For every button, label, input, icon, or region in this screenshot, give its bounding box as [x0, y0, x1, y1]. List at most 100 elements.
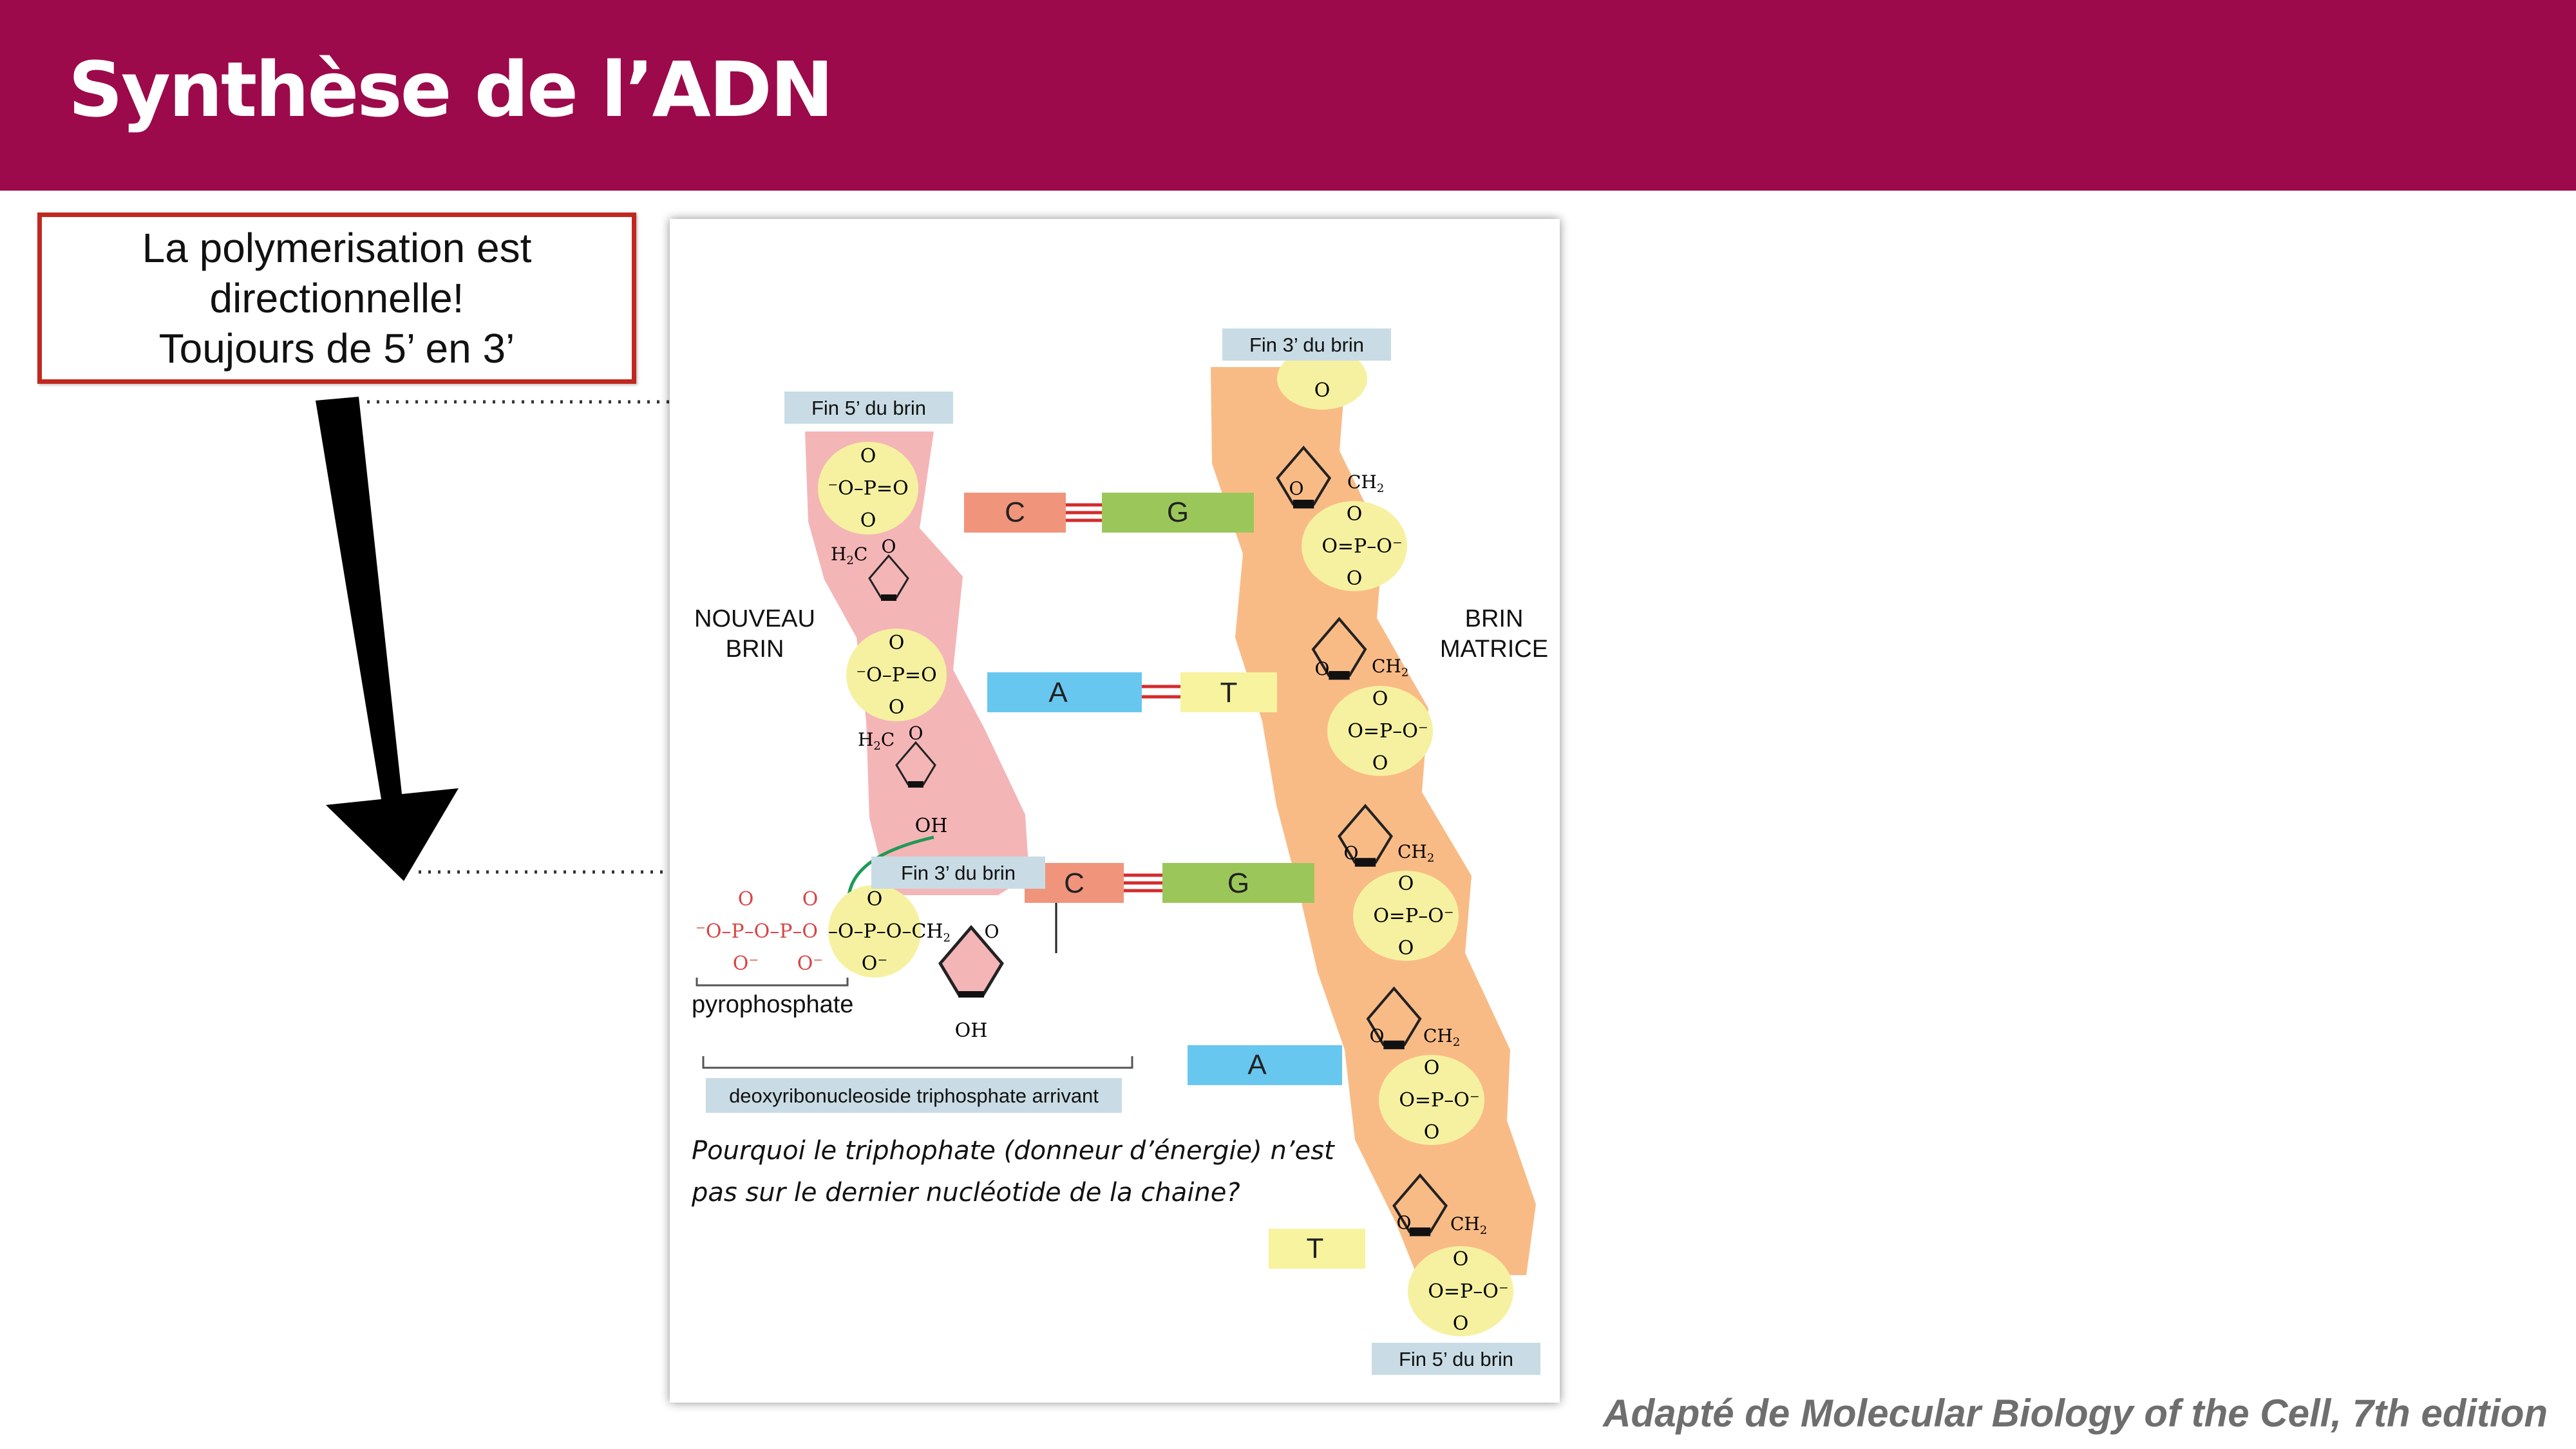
incoming-dntp-label: deoxyribonucleoside triphosphate arrivan…: [729, 1084, 1099, 1107]
phosphate-circle: [1302, 501, 1407, 591]
alpha-phosphate-circle: [828, 885, 921, 978]
source-credit: Adapté de Molecular Biology of the Cell,…: [1603, 1392, 2548, 1435]
base-label: T: [1220, 677, 1238, 708]
phosphate-group: O=P–O⁻: [1347, 720, 1428, 743]
phosphate-circle: [1327, 686, 1433, 776]
oxygen-minus-label: O⁻: [733, 952, 759, 975]
ring-oxygen: O: [909, 723, 923, 744]
slide-title: Synthèse de l’ADN: [68, 45, 834, 134]
oxygen-label: O: [1453, 1312, 1469, 1335]
dntp-bracket: [702, 1056, 1133, 1069]
new-5-end-label: Fin 5’ du brin: [811, 397, 926, 419]
label-box: [784, 392, 953, 424]
dna-diagram: C G A T C G A T O: [691, 328, 1548, 1375]
h2c-label: H2C: [831, 544, 867, 567]
base-g: [1162, 863, 1314, 903]
ring-oxygen: O: [1397, 1212, 1412, 1233]
phosphate-group: O=P–O⁻: [1428, 1280, 1508, 1303]
note-line-3: Toujours de 5’ en 3’: [158, 325, 515, 372]
oxygen-label: O: [860, 445, 876, 468]
phosphate-circle: [1277, 348, 1367, 410]
template-nucleotide-2: O CH2 O O=P–O⁻ O: [1313, 619, 1433, 776]
ring-oxygen: O: [1370, 1025, 1385, 1046]
ch2-label: CH2: [1397, 841, 1434, 865]
oxygen-label: O: [1372, 688, 1388, 710]
new-strand-nucleotide-1: O ⁻O–P=O O H2C O: [818, 442, 918, 598]
h2c-label: H2C: [858, 729, 895, 753]
pyrophosphate-label: pyrophosphate: [692, 991, 853, 1018]
pyrophosphate-bracket: [696, 978, 849, 987]
ch2-label: CH2: [1423, 1025, 1460, 1049]
oxygen-label: O: [867, 888, 883, 911]
title-bar: Synthèse de l’ADN: [0, 0, 2576, 191]
ring-oxygen: O: [1344, 842, 1359, 864]
base-t: [1180, 672, 1277, 712]
base-pair-3: C G: [1025, 863, 1314, 903]
label-box: [706, 1078, 1122, 1113]
hydroxyl-label: OH: [955, 1019, 988, 1042]
base-label: C: [1064, 867, 1084, 899]
question-line-2: pas sur le dernier nucléotide de la chai…: [691, 1178, 1240, 1208]
template-strand-label-2: MATRICE: [1440, 636, 1548, 663]
base-t: [1269, 1229, 1365, 1269]
note-line-2: directionnelle!: [209, 275, 464, 321]
template-nucleotide-5: O CH2 O O=P–O⁻ O: [1394, 1175, 1513, 1336]
base-label: A: [1048, 677, 1068, 708]
base-g: [1102, 493, 1254, 533]
oxygen-label: O: [1398, 937, 1414, 960]
phosphate-circle: [1353, 871, 1459, 961]
label-box: [1222, 328, 1391, 361]
alpha-phosphate-chain: –O–P–O–CH2: [828, 920, 951, 945]
base-label: C: [1005, 497, 1025, 528]
oxygen-label: O: [1314, 379, 1331, 402]
phosphate-group: ⁻O–P=O: [856, 664, 936, 687]
oxygen-label: O: [1453, 1248, 1469, 1271]
question-line-1: Pourquoi le triphophate (donneur d’énerg…: [692, 1136, 1335, 1166]
base-a: [987, 672, 1142, 712]
base-label: G: [1227, 867, 1249, 899]
oxygen-label: O: [1424, 1057, 1440, 1079]
pyrophosphate-groups: ⁻O–P–O–P–O: [696, 920, 818, 943]
oxygen-label: O: [802, 888, 819, 911]
oxygen-label: O: [738, 888, 754, 911]
phosphate-group: ⁻O–P=O: [828, 477, 908, 500]
oxygen-label: O: [1347, 503, 1363, 526]
new-3-end-label: Fin 3’ du brin: [901, 862, 1016, 884]
unpaired-template-bases: A T: [1188, 1045, 1365, 1269]
template-nucleotide-3: O CH2 O O=P–O⁻ O: [1340, 806, 1459, 961]
phosphate-group: O=P–O⁻: [1373, 905, 1454, 927]
ring-oxygen: O: [985, 921, 999, 942]
phosphate-circle: [1379, 1055, 1484, 1145]
hydroxyl-3-end: OH: [915, 815, 948, 837]
oxygen-label: O: [889, 632, 905, 654]
dna-synthesis-figure: C G A T C G A T O: [670, 219, 1560, 1403]
template-5-end-label: Fin 5’ du brin: [1399, 1348, 1513, 1370]
new-strand-nucleotide-2: O ⁻O–P=O O H2C O OH: [846, 629, 947, 837]
ring-oxygen: O: [1315, 658, 1330, 679]
ring-oxygen: O: [882, 536, 896, 557]
phosphate-group: O=P–O⁻: [1321, 535, 1402, 558]
phosphate-group: O=P–O⁻: [1399, 1089, 1479, 1112]
base-a: [1188, 1045, 1342, 1085]
oxygen-minus-label: O⁻: [797, 952, 823, 975]
new-strand-label-1: NOUVEAU: [694, 605, 815, 632]
direction-arrow-icon: [316, 397, 459, 881]
template-nucleotide-1: O O CH2 O O=P–O⁻ O: [1277, 348, 1407, 591]
template-strand-label-1: BRIN: [1465, 605, 1524, 632]
oxygen-label: O: [1372, 752, 1388, 775]
base-c: [964, 493, 1066, 533]
oxygen-label: O: [860, 509, 876, 532]
base-pair-2: A T: [987, 672, 1277, 712]
label-box: [871, 857, 1045, 889]
template-strand-background: [1211, 367, 1536, 1275]
oxygen-label: O: [1347, 567, 1363, 590]
incoming-dntp: ⁻O–P–O–P–O O O O⁻ O⁻ –O–P–O–CH2 O O⁻ O O…: [696, 885, 1057, 1042]
label-box: [1372, 1343, 1540, 1375]
ch2-label: CH2: [1450, 1213, 1487, 1237]
phosphate-circle: [846, 629, 947, 721]
base-label: T: [1307, 1233, 1324, 1264]
oxygen-minus-label: O⁻: [862, 952, 887, 975]
ring-oxygen: O: [1289, 478, 1304, 499]
template-nucleotide-4: O CH2 O O=P–O⁻ O: [1368, 989, 1484, 1145]
oxygen-label: O: [889, 696, 905, 719]
